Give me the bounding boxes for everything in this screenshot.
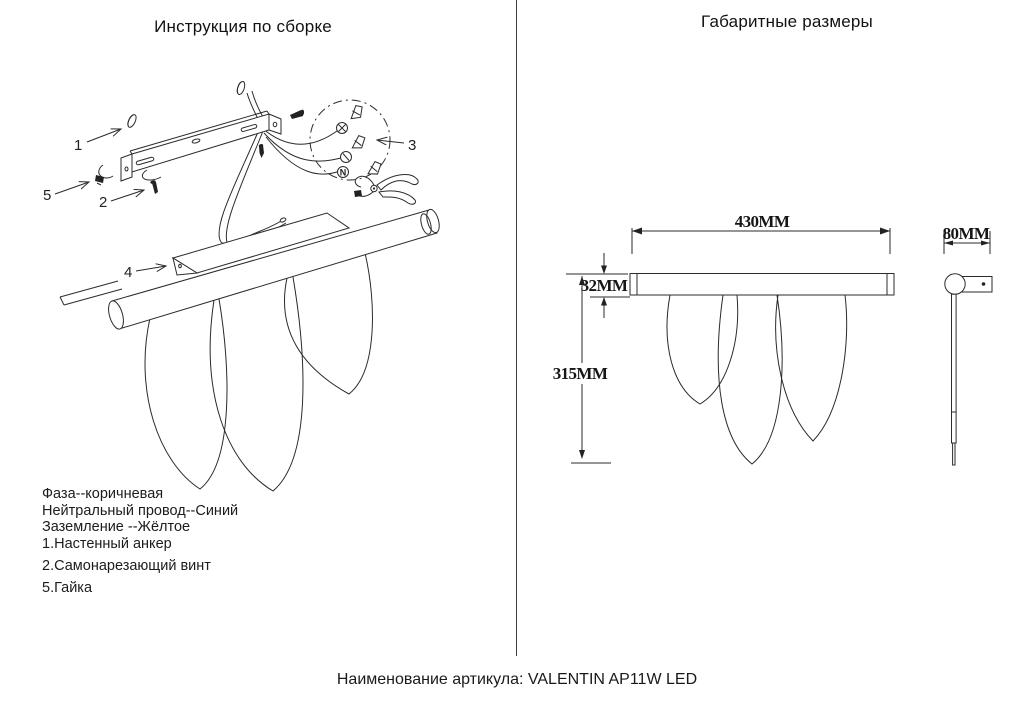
screw (258, 144, 264, 158)
back-plate-strip (59, 280, 123, 306)
screw (290, 109, 305, 119)
part-5-label: 5.Гайка (42, 579, 93, 596)
glass-leaves (144, 252, 373, 492)
neutral-wire-label: Нейтральный провод--Синий (42, 502, 239, 519)
leaf-middle (209, 276, 304, 492)
connector-detail-circle: N (309, 99, 391, 181)
callout-2-label: 2 (99, 194, 107, 211)
glass-leaves-front (666, 294, 848, 465)
front-view: 430MM 32MM 315MM (553, 212, 895, 465)
article-name: Наименование артикула: VALENTIN AP11W LE… (336, 671, 698, 688)
leaf-edge-profile (951, 293, 957, 444)
wiring-parts-legend: Фаза--коричневая Нейтральный провод--Син… (42, 486, 322, 596)
leader-line (54, 182, 89, 195)
assembly-diagram: N 1 5 2 3 4 (43, 80, 440, 492)
wire-nut (367, 161, 382, 175)
side-view: 80MM (943, 224, 993, 466)
leader-line (86, 129, 121, 143)
leader-line (377, 140, 405, 143)
dimensions-title: Габаритные размеры (701, 12, 873, 31)
terminal-live-icon (340, 151, 352, 163)
dimensions-drawing: 430MM 32MM 315MM 80MM (553, 212, 993, 466)
bar-height-dimension-label: 32MM (581, 276, 628, 295)
total-height-dimension-label: 315MM (553, 364, 608, 383)
wire-nut (351, 135, 366, 149)
nut (95, 164, 114, 186)
callout-3-label: 3 (408, 137, 416, 154)
width-dimension-label: 430MM (735, 212, 790, 231)
panel-divider (516, 0, 517, 656)
wire-nut (350, 105, 363, 120)
depth-dimension-label: 80MM (943, 224, 990, 243)
wall-bracket (120, 110, 282, 182)
phase-wire-label: Фаза--коричневая (42, 486, 164, 502)
leader-line (135, 266, 166, 271)
lamp-tube (108, 208, 440, 330)
part-1-label: 1.Настенный анкер (42, 535, 172, 552)
terminal-neutral-icon: N (337, 166, 349, 178)
mounting-hardware (95, 80, 305, 194)
lamp-body (59, 208, 440, 492)
tube-cross-section (944, 273, 966, 295)
leader-line (110, 190, 144, 202)
ground-wire-label: Заземление --Жёлтое (42, 519, 191, 535)
wall-anchor (127, 114, 137, 128)
wall-anchor (236, 80, 246, 96)
self-tapping-screw (141, 169, 162, 194)
callout-4-label: 4 (124, 264, 132, 281)
callout-5-label: 5 (43, 187, 51, 204)
callout-1-label: 1 (74, 137, 82, 154)
neutral-terminal-label: N (340, 168, 347, 178)
cutting-pliers (354, 173, 419, 205)
back-plate (171, 212, 351, 276)
leaf-left (144, 298, 228, 490)
part-2-label: 2.Самонарезающий винт (42, 557, 211, 574)
terminal-ground-icon (336, 122, 348, 134)
callout-labels: 1 5 2 3 4 (43, 129, 416, 281)
assembly-title: Инструкция по сборке (154, 17, 332, 36)
lamp-bar (629, 273, 895, 296)
leaf-right (283, 252, 373, 395)
